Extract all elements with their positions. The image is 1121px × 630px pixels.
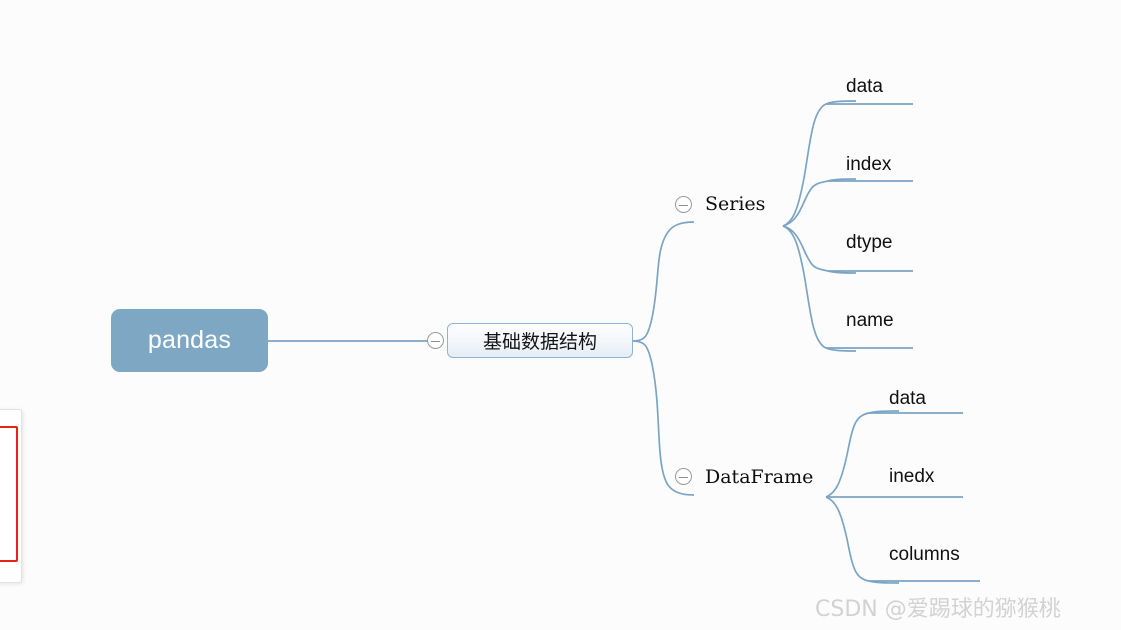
template-selection-highlight [0,426,18,562]
link-topic-to-dataframe [632,340,695,496]
leaf-node-series-index[interactable]: index [846,154,892,175]
link-series-to-index [782,178,857,227]
watermark-text: CSDN @爱踢球的猕猴桃 [815,597,1061,622]
link-dataframe-to-data [825,410,900,498]
link-series-to-name [782,225,857,352]
link-dataframe-to-columns [825,496,900,584]
topic-node[interactable]: 基础数据结构 [447,323,633,358]
root-node[interactable]: pandas [111,309,268,372]
link-series-to-dtype [782,225,857,274]
leaf-node-dataframe-inedx[interactable]: inedx [889,466,935,487]
leaf-node-dataframe-data[interactable]: data [889,388,926,409]
root-node-label: pandas [147,326,232,354]
branch-node-dataframe[interactable]: DataFrame [705,466,814,488]
link-series-to-data [782,100,857,227]
topic-node-label: 基础数据结构 [482,331,597,353]
leaf-node-dataframe-columns[interactable]: columns [889,544,960,565]
collapse-minus-icon-topic[interactable] [427,332,444,349]
link-topic-to-series [632,221,695,342]
branch-node-series[interactable]: Series [705,193,766,215]
leaf-node-series-data[interactable]: data [846,76,883,97]
template-panel[interactable] [0,409,22,583]
leaf-node-series-dtype[interactable]: dtype [846,232,893,253]
collapse-minus-icon-series[interactable] [675,196,692,213]
collapse-minus-icon-dataframe[interactable] [675,468,692,485]
leaf-node-series-name[interactable]: name [846,310,894,331]
